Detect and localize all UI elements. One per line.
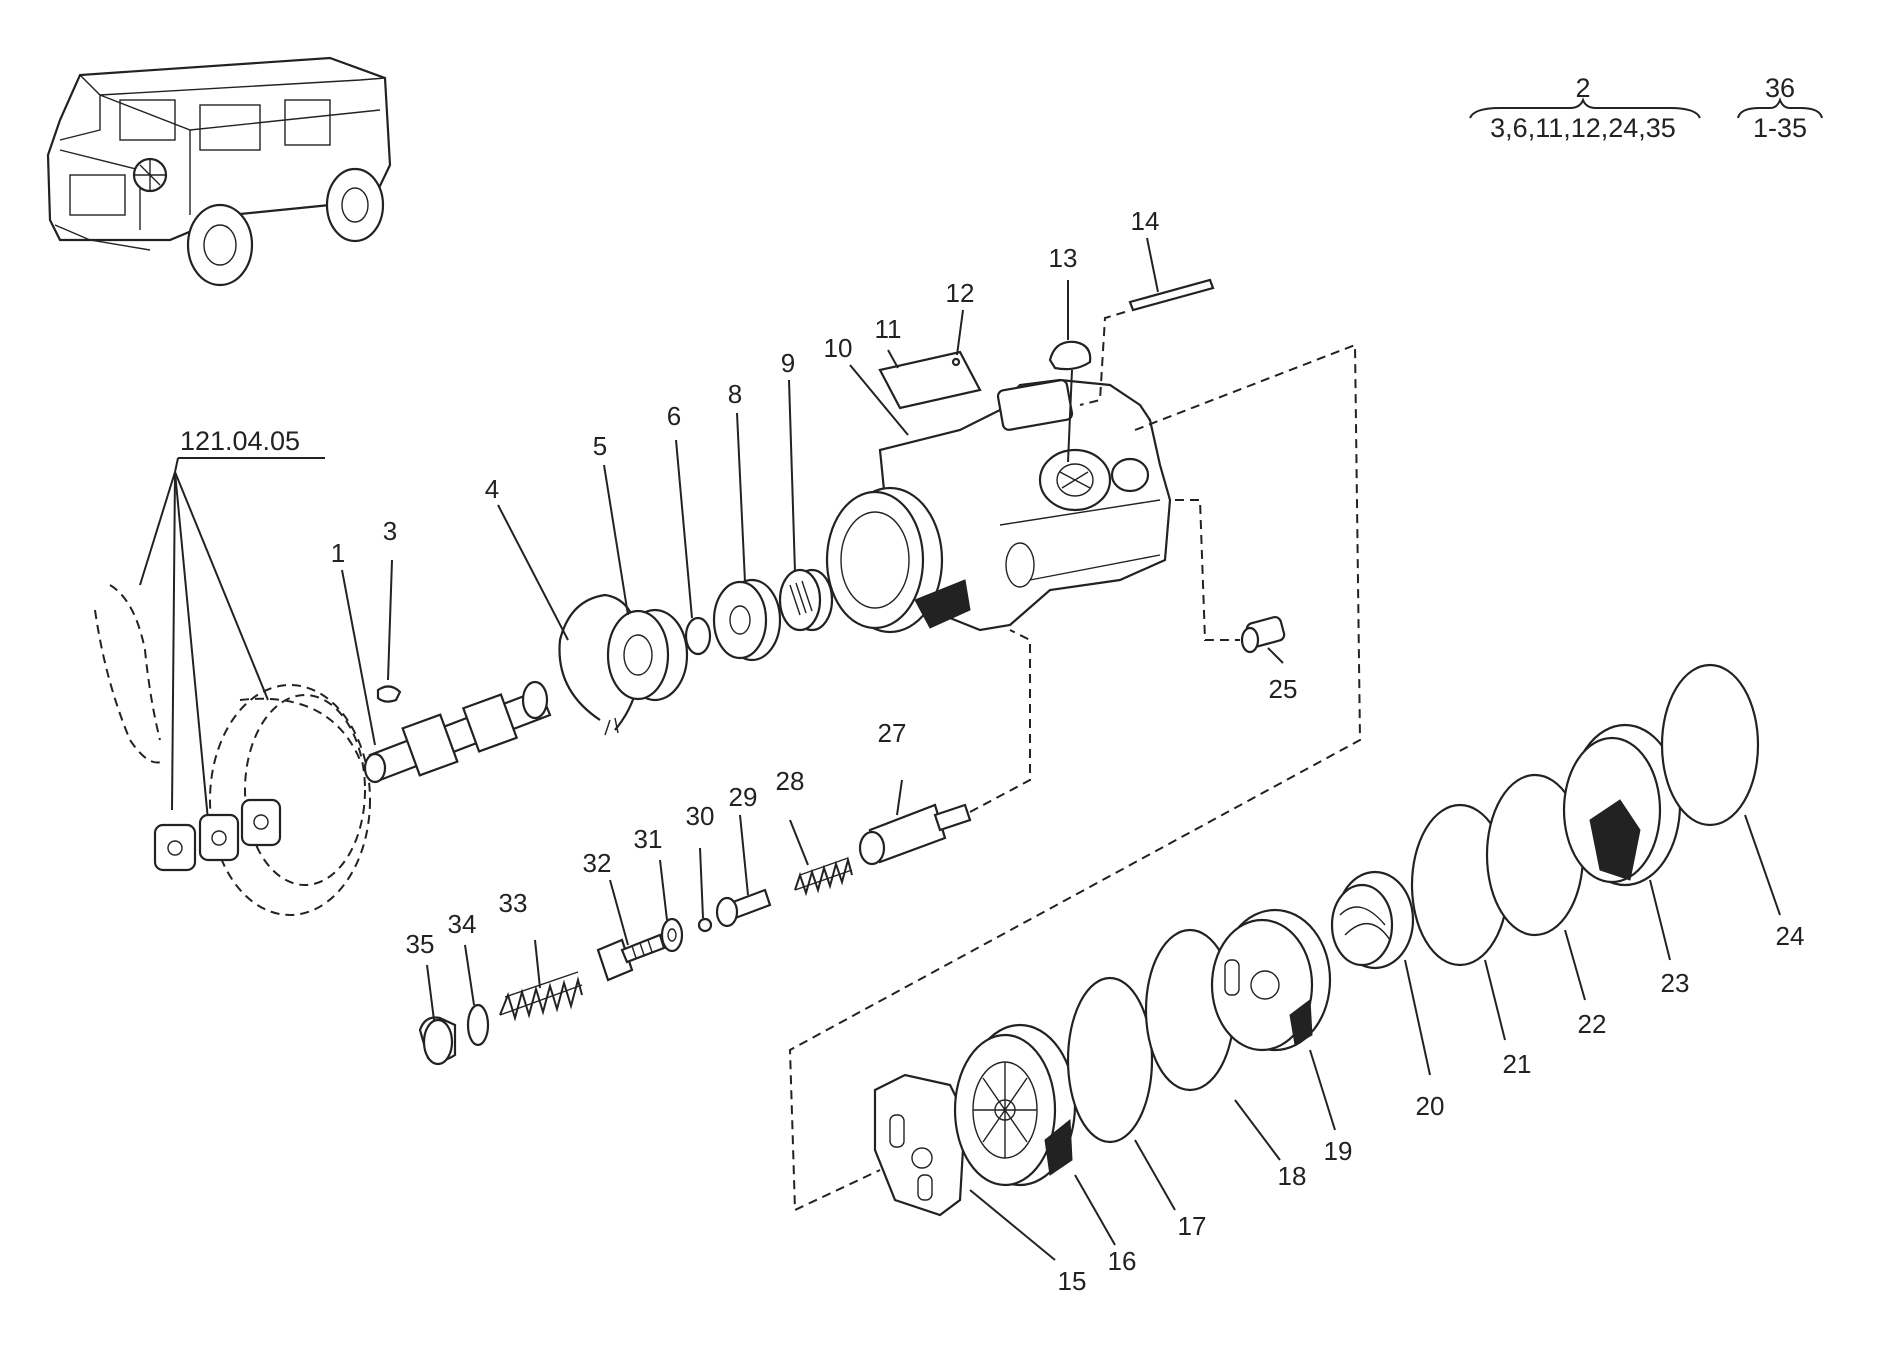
bolt-part xyxy=(596,933,666,982)
callout-27: 27 xyxy=(878,718,907,748)
callout-31: 31 xyxy=(634,824,663,854)
callout-16: 16 xyxy=(1108,1246,1137,1276)
shaft-part xyxy=(363,680,552,784)
cover-part xyxy=(1562,723,1682,887)
pin-part xyxy=(951,357,961,367)
pulley-belt-reference xyxy=(94,584,371,916)
spring-small-part xyxy=(794,856,853,897)
group-a-bottom: 3,6,11,12,24,35 xyxy=(1490,113,1676,143)
callout-21: 21 xyxy=(1503,1049,1532,1079)
callout-10: 10 xyxy=(824,333,853,363)
callout-30: 30 xyxy=(686,801,715,831)
callout-14: 14 xyxy=(1131,206,1160,236)
piston-part xyxy=(715,888,772,928)
cap-part xyxy=(1048,340,1092,463)
callout-3: 3 xyxy=(383,516,397,546)
callout-15: 15 xyxy=(1058,1266,1087,1296)
rod-part xyxy=(1079,278,1215,406)
callout-32: 32 xyxy=(583,848,612,878)
ball-part xyxy=(697,917,713,933)
callout-33: 33 xyxy=(499,888,528,918)
callout-29: 29 xyxy=(729,782,758,812)
key-part xyxy=(376,685,402,703)
snap-ring-part xyxy=(684,616,712,656)
callout-5: 5 xyxy=(593,431,607,461)
reference-callout: 121.04.05 xyxy=(139,426,325,821)
seal-ring-17-part xyxy=(1066,976,1154,1144)
needle-bearing-part xyxy=(778,568,834,632)
truck-icon xyxy=(46,56,392,287)
callout-19: 19 xyxy=(1324,1136,1353,1166)
reference-number: 121.04.05 xyxy=(180,426,300,456)
group-a-top: 2 xyxy=(1575,73,1590,103)
group-b-bottom: 1-35 xyxy=(1753,113,1807,143)
callout-13: 13 xyxy=(1049,243,1078,273)
callout-34: 34 xyxy=(448,909,477,939)
plate-part xyxy=(878,350,982,410)
group-reference-b: 36 1-35 xyxy=(1737,73,1823,143)
callout-11: 11 xyxy=(875,314,902,344)
valve-part xyxy=(858,629,1031,866)
bearing-part xyxy=(606,608,689,702)
callout-8: 8 xyxy=(728,379,742,409)
callout-12: 12 xyxy=(946,278,975,308)
callout-35: 35 xyxy=(406,929,435,959)
plug-part xyxy=(418,1016,457,1066)
rotor-housing-part xyxy=(953,1023,1077,1187)
callout-18: 18 xyxy=(1278,1161,1307,1191)
spring-pack-part xyxy=(1330,870,1415,970)
fitting-part xyxy=(1175,499,1286,654)
washer-part xyxy=(660,917,684,953)
callout-24: 24 xyxy=(1776,921,1805,951)
ring-24-part xyxy=(1660,663,1760,827)
callout-numbers: 1 3 4 5 6 8 9 10 11 12 13 14 15 16 17 18… xyxy=(331,206,1805,1296)
callout-4: 4 xyxy=(485,474,499,504)
group-reference-a: 2 3,6,11,12,24,35 xyxy=(1469,73,1701,143)
leader-lines xyxy=(341,237,1781,1261)
callout-28: 28 xyxy=(776,766,805,796)
callout-25: 25 xyxy=(1269,674,1298,704)
callout-17: 17 xyxy=(1178,1211,1207,1241)
race-part xyxy=(712,578,782,662)
callout-1: 1 xyxy=(331,538,345,568)
assembly-line xyxy=(788,343,1362,1212)
callout-6: 6 xyxy=(667,401,681,431)
pump-housing-part xyxy=(825,378,1172,634)
callout-23: 23 xyxy=(1661,968,1690,998)
callout-9: 9 xyxy=(781,348,795,378)
spring-large-part xyxy=(499,971,583,1022)
callout-22: 22 xyxy=(1578,1009,1607,1039)
callout-20: 20 xyxy=(1416,1091,1445,1121)
o-ring-part xyxy=(466,1003,490,1047)
cam-plate-part xyxy=(1210,908,1332,1052)
end-plate-part xyxy=(873,1073,967,1217)
